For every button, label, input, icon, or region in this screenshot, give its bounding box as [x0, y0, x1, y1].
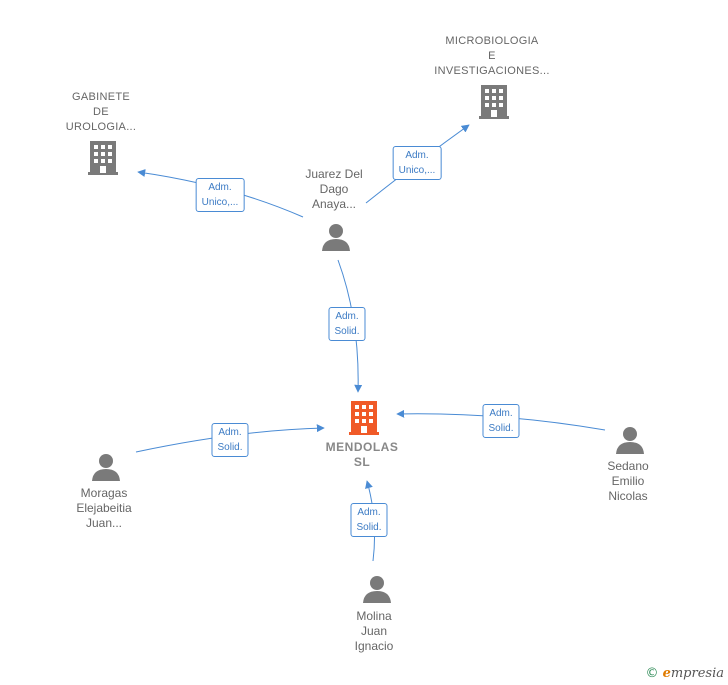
node-label-line: MENDOLAS	[325, 440, 399, 454]
person-icon[interactable]	[363, 576, 391, 603]
node-label-line: GABINETE	[71, 91, 131, 103]
copyright-symbol: ©	[645, 666, 659, 681]
edge-label-line: Adm.	[405, 150, 429, 161]
node-label-mendolas[interactable]: MENDOLAS SL	[326, 440, 399, 470]
node-label-line: Ignacio	[354, 639, 394, 653]
node-label-line: UROLOGIA...	[65, 121, 137, 133]
node-label-line: Molina	[356, 609, 392, 623]
node-label-line: Nicolas	[608, 489, 648, 503]
brand-logo-text: mpresia	[670, 666, 724, 681]
node-label-line: Moragas	[80, 486, 128, 500]
node-label-line: Sedano	[607, 459, 649, 473]
person-icon[interactable]	[92, 454, 120, 481]
edge-label-line: Adm.	[335, 311, 359, 322]
node-label-line: SL	[353, 455, 371, 469]
node-label-moragas[interactable]: Moragas Elejabeitia Juan...	[76, 486, 131, 531]
edge-label-line: Solid.	[217, 442, 243, 453]
node-label-line: Dago	[319, 182, 349, 196]
person-icon[interactable]	[616, 427, 644, 454]
brand-footer[interactable]: © empresia	[645, 666, 724, 681]
node-label-sedano[interactable]: Sedano Emilio Nicolas	[607, 459, 648, 504]
edge-label-line: Adm.	[218, 427, 242, 438]
edge-label-line: Adm.	[489, 408, 513, 419]
edge-label-sedano-mendolas[interactable]: Adm. Solid.	[482, 404, 520, 438]
building-icon[interactable]	[479, 85, 509, 119]
node-label-line: Emilio	[611, 474, 645, 488]
node-label-line: E	[488, 50, 496, 62]
edge-label-juarez-mendolas[interactable]: Adm. Solid.	[328, 307, 366, 341]
node-label-microbiologia[interactable]: MICROBIOLOGIA E INVESTIGACIONES...	[434, 34, 549, 79]
node-label-line: Elejabeitia	[76, 501, 132, 515]
node-label-line: Juan	[360, 624, 388, 638]
person-icon[interactable]	[322, 224, 350, 251]
node-label-line: Anaya...	[311, 197, 357, 211]
edge-label-line: Adm.	[208, 182, 232, 193]
node-label-gabinete[interactable]: GABINETE DE UROLOGIA...	[66, 90, 137, 135]
edge-label-line: Solid.	[356, 522, 382, 533]
edge-label-line: Unico,...	[201, 197, 239, 208]
building-icon[interactable]	[88, 141, 118, 175]
main-building-icon[interactable]	[349, 401, 379, 435]
edge-label-line: Solid.	[488, 423, 514, 434]
node-label-line: MICROBIOLOGIA	[445, 35, 539, 47]
node-label-line: Juan...	[85, 516, 123, 530]
edge-label-line: Adm.	[357, 507, 381, 518]
node-label-line: INVESTIGACIONES...	[434, 65, 550, 77]
edge-label-moragas-mendolas[interactable]: Adm. Solid.	[211, 423, 249, 457]
brand-logo-initial: e	[662, 666, 671, 681]
node-label-juarez[interactable]: Juarez Del Dago Anaya...	[305, 167, 362, 212]
edge-label-juarez-microbiologia[interactable]: Adm. Unico,...	[392, 146, 442, 180]
node-label-line: Juarez Del	[305, 167, 363, 181]
edge-label-line: Solid.	[334, 326, 360, 337]
node-label-molina[interactable]: Molina Juan Ignacio	[355, 609, 394, 654]
edge-label-molina-mendolas[interactable]: Adm. Solid.	[350, 503, 388, 537]
node-label-line: DE	[93, 106, 109, 118]
edge-label-juarez-gabinete[interactable]: Adm. Unico,...	[195, 178, 245, 212]
edge-label-line: Unico,...	[398, 165, 436, 176]
